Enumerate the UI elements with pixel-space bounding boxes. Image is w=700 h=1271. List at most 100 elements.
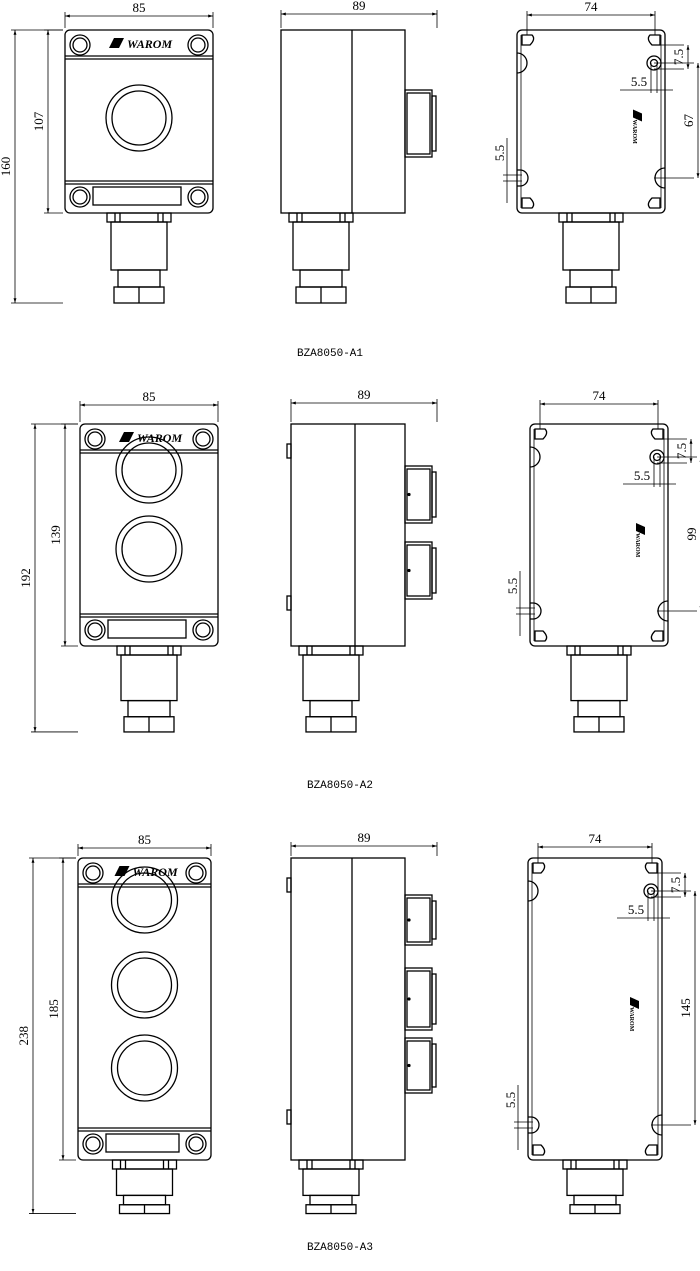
screw-inner (87, 431, 103, 447)
gland-nut-top (558, 212, 624, 223)
model-3-drawing: WAROM8518523889BZA8050-A3WAROM747.51455.… (16, 830, 697, 1254)
nameplate (105, 1133, 180, 1153)
gland-neck (127, 699, 171, 718)
enclosure-front (64, 29, 214, 214)
screw-inner (72, 37, 88, 53)
button-cap (406, 897, 431, 943)
dim-depth-label: 89 (358, 830, 371, 845)
dim-enclosure-height-label: 107 (31, 111, 46, 131)
pushbutton-ring (115, 515, 183, 583)
model-2-drawing: WAROM8513919289BZA8050-A2WAROM747.5995.5… (18, 387, 700, 792)
dim-slot-dia-label: 5.5 (505, 578, 520, 594)
dim-enclosure-height-label: 139 (48, 525, 63, 545)
logo-mark-icon (114, 866, 130, 876)
screw-inner (188, 1136, 204, 1152)
mounting-slot (528, 1116, 540, 1134)
button-face (431, 973, 437, 1025)
button-dot (407, 492, 411, 497)
screw-outer (84, 428, 106, 450)
button-dot (407, 1063, 411, 1068)
gland-nut-top (106, 212, 172, 223)
pushbutton-ring (110, 866, 179, 934)
screw-outer (192, 619, 214, 641)
dim-hole-spacing-label: 99 (684, 528, 699, 541)
corner-notch (644, 862, 658, 874)
corner-notch (521, 197, 535, 209)
mounting-slot (527, 880, 539, 902)
dim-hole-offset-label: 7.5 (668, 877, 683, 893)
dim-slot-dia-label: 5.5 (492, 145, 507, 161)
mounting-slot (529, 446, 541, 468)
side-tab (286, 877, 292, 893)
button-face (431, 547, 437, 594)
screw-outer (69, 186, 91, 208)
logo-text: WAROM (137, 431, 182, 445)
pushbutton (111, 90, 167, 146)
dim-enclosure-height-label: 185 (46, 999, 61, 1019)
enclosure-side (290, 857, 406, 1161)
corner-notch (647, 34, 661, 46)
screw-outer (82, 862, 104, 884)
side-tab (286, 443, 292, 459)
logo-text: WAROM (634, 533, 640, 558)
dim-slot-dia-label: 5.5 (503, 1092, 518, 1108)
nameplate (107, 619, 187, 639)
button-dot (407, 568, 411, 573)
pushbutton-ring (110, 951, 179, 1019)
dim-overall-height-label: 238 (16, 1026, 31, 1046)
warom-logo-small: WAROM (628, 997, 639, 1032)
corner-notch (647, 197, 661, 209)
logo-mark-icon (109, 38, 124, 48)
gland-nut-top (298, 1159, 364, 1170)
dim-back-width-label: 74 (593, 388, 607, 403)
gland-body (115, 1168, 174, 1197)
mounting-slot (516, 52, 528, 74)
logo-mark-icon (633, 109, 642, 122)
logo-mark-icon (119, 432, 134, 442)
gland-body (292, 221, 350, 271)
gland-nut-top (116, 645, 182, 656)
gland-nut-top (298, 645, 364, 656)
button-face (431, 1043, 437, 1088)
dim-front-width-label: 85 (133, 0, 146, 15)
gland-body (302, 654, 360, 702)
corner-notch (644, 1144, 658, 1156)
gland-neck (309, 699, 353, 718)
screw-inner (190, 37, 206, 53)
dim-back-width-label: 74 (585, 0, 599, 14)
corner-notch (534, 428, 548, 440)
button-protrusion (404, 89, 433, 158)
dim-hole-offset-label: 7.5 (671, 49, 686, 65)
pushbutton (121, 521, 177, 577)
mounting-slot (517, 169, 529, 187)
screw-outer (187, 186, 209, 208)
button-cap (406, 544, 431, 597)
gland-neck (299, 269, 343, 288)
warom-logo-small: WAROM (631, 109, 642, 144)
dim-hole-dia-label: 5.5 (631, 74, 647, 89)
button-face (431, 471, 437, 518)
button-dot (407, 918, 411, 922)
button-cap (406, 92, 431, 155)
gland-body (570, 654, 628, 702)
corner-notch (534, 630, 548, 642)
dim-back-width-label: 74 (589, 831, 603, 846)
gland-neck (577, 699, 621, 718)
corner-notch (650, 428, 664, 440)
pushbutton (116, 957, 173, 1013)
screw-inner (72, 189, 88, 205)
button-cap (406, 468, 431, 521)
screw-outer (187, 34, 209, 56)
screw-inner (85, 865, 101, 881)
enclosure-front (79, 423, 219, 647)
gland-body (120, 654, 178, 702)
warom-logo-small: WAROM (634, 523, 645, 558)
dim-front-width-label: 85 (138, 832, 151, 847)
dim-depth-label: 89 (353, 0, 366, 13)
gland-nut-top (562, 1159, 628, 1170)
logo-text: WAROM (628, 1007, 634, 1032)
